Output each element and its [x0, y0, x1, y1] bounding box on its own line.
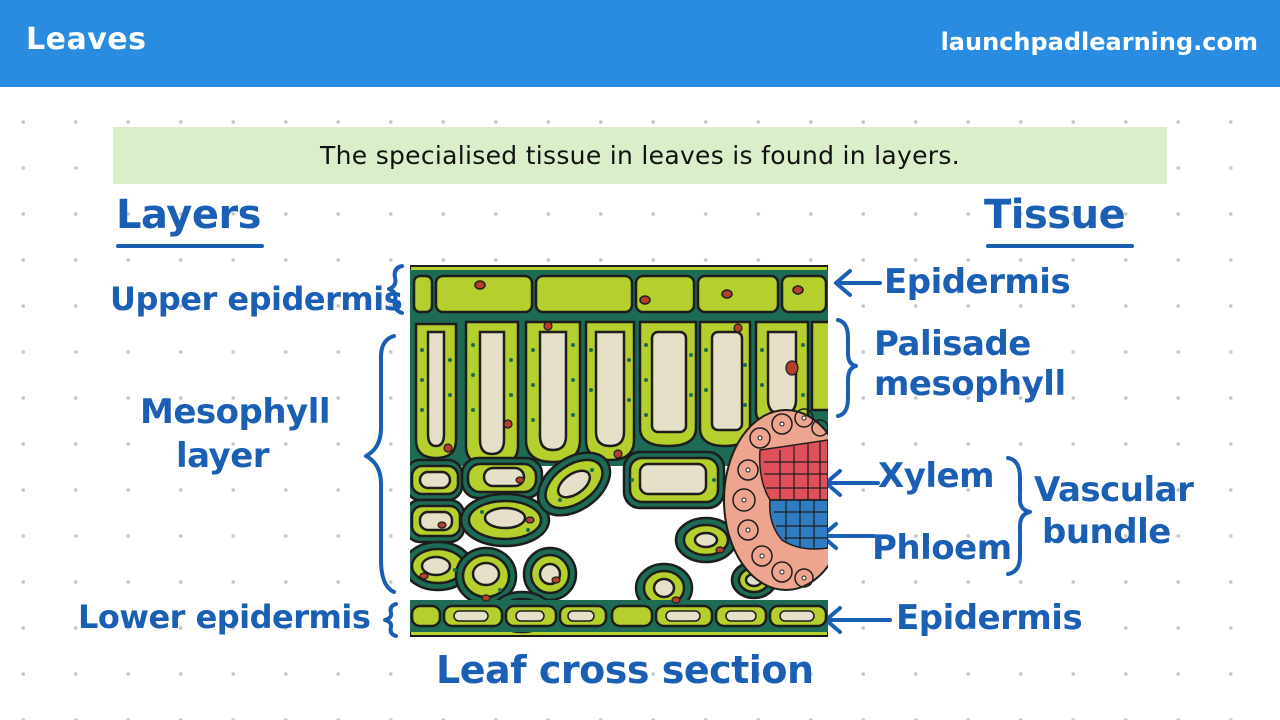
vascular-bundle	[723, 408, 828, 591]
label-epidermis-top: Epidermis	[884, 262, 1071, 302]
site-url[interactable]: launchpadlearning.com	[940, 28, 1258, 56]
upper-epidermis-cells	[410, 270, 828, 316]
arrow-xylem	[824, 469, 880, 497]
lower-epidermis-cells	[410, 600, 828, 632]
arrow-epidermis-bottom	[824, 606, 892, 634]
nuclei	[419, 476, 725, 604]
brace-palisade	[836, 318, 858, 418]
layers-heading: Layers	[116, 192, 262, 238]
tissue-underline	[986, 244, 1134, 248]
label-epidermis-bottom: Epidermis	[896, 598, 1083, 638]
brace-mesophyll	[364, 334, 396, 594]
label-upper-epidermis: Upper epidermis	[110, 280, 403, 318]
leaf-cross-section	[410, 264, 828, 638]
arrow-phloem	[820, 522, 876, 550]
page-title: Leaves	[26, 22, 147, 57]
brace-vascular	[1006, 456, 1032, 576]
brace-upper-epidermis	[387, 264, 404, 315]
layers-underline	[116, 244, 264, 248]
diagram-caption: Leaf cross section	[436, 648, 814, 692]
label-vascular: Vascular	[1034, 470, 1194, 510]
label-palisade: Palisade	[874, 324, 1031, 364]
chloroplasts	[420, 343, 805, 592]
label-vascular-bundle: bundle	[1042, 512, 1171, 552]
banner-text: The specialised tissue in leaves is foun…	[320, 141, 960, 170]
label-xylem: Xylem	[878, 456, 995, 496]
palisade-cells	[414, 320, 828, 468]
brace-lower-epidermis	[383, 602, 398, 638]
label-mesophyll: Mesophyll	[140, 392, 331, 432]
tissue-heading: Tissue	[984, 192, 1126, 238]
label-palisade-mesophyll: mesophyll	[874, 364, 1066, 404]
header-bar: Leaves launchpadlearning.com	[0, 0, 1280, 87]
label-mesophyll-layer: layer	[176, 436, 270, 476]
label-lower-epidermis: Lower epidermis	[78, 598, 371, 636]
arrow-epidermis-top	[834, 269, 882, 297]
label-phloem: Phloem	[872, 528, 1012, 568]
intro-banner: The specialised tissue in leaves is foun…	[113, 127, 1167, 184]
